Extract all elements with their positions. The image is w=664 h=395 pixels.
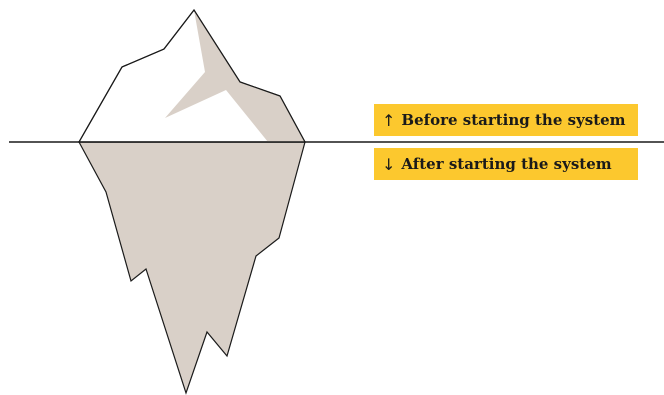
iceberg-underwater-part <box>77 141 306 395</box>
arrow-up-icon: ↑ <box>382 110 396 130</box>
label-after-text: After starting the system <box>401 155 612 173</box>
arrow-down-icon: ↓ <box>382 154 396 174</box>
iceberg-tip-outline <box>78 8 306 143</box>
label-before-starting: ↑ Before starting the system <box>374 104 638 136</box>
iceberg-tip-shadow <box>165 10 305 142</box>
label-before-text: Before starting the system <box>401 111 626 129</box>
label-after-starting: ↓ After starting the system <box>374 148 638 180</box>
